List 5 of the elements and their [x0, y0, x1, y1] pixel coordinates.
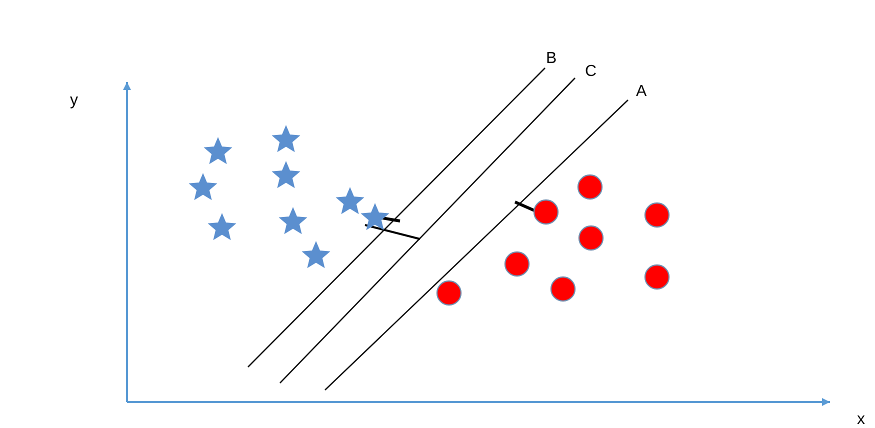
line-label: A: [636, 84, 647, 100]
line-label: C: [585, 64, 597, 80]
axis-label: y: [70, 93, 78, 109]
axis-label: x: [857, 412, 865, 428]
line-label: B: [546, 51, 557, 67]
